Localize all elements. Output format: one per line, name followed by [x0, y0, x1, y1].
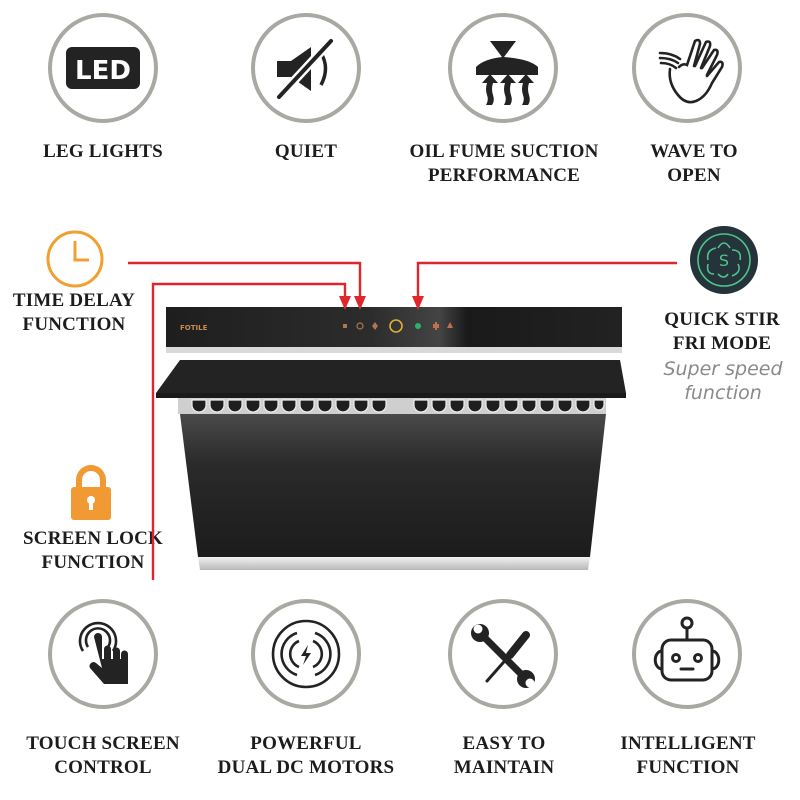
dual-dc-motors-label: POWERFUL DUAL DC MOTORS: [186, 732, 426, 780]
easy-maintain-badge: [448, 599, 558, 709]
wave-to-open-badge: [632, 13, 742, 123]
leg-lights-label: LEG LIGHTS: [0, 140, 223, 164]
subtitle-line: function: [684, 382, 762, 404]
label-line: OPEN: [667, 165, 721, 186]
svg-text:FOTILE: FOTILE: [180, 324, 208, 332]
label-line: POWERFUL: [250, 733, 362, 754]
grille-slots: [191, 399, 605, 413]
padlock-icon: [71, 465, 111, 520]
led-icon: LED: [66, 47, 140, 89]
time-delay-label: TIME DELAY FUNCTION: [0, 289, 194, 337]
dual-dc-motors-badge: [251, 599, 361, 709]
quick-stir-label: QUICK STIR FRI MODE: [602, 308, 800, 356]
label-line: SCREEN LOCK: [23, 528, 163, 549]
subtitle-line: Super speed: [663, 358, 783, 380]
screen-lock-label: SCREEN LOCK FUNCTION: [0, 527, 213, 575]
quick-stir-s-icon: S: [690, 226, 758, 294]
label-line: TOUCH SCREEN: [26, 733, 180, 754]
label-line: PERFORMANCE: [427, 165, 581, 186]
wrench-screwdriver-icon: [471, 624, 535, 688]
intelligent-badge: [632, 599, 742, 709]
quick-stir-subtitle: Super speed function: [643, 357, 800, 405]
label-line: LEG LIGHTS: [43, 141, 163, 162]
label-line: CONTROL: [54, 757, 152, 778]
hood-suction-icon: [476, 41, 538, 105]
robot-icon: [653, 616, 721, 682]
label-line: FUNCTION: [41, 552, 145, 573]
leg-lights-badge: LED: [48, 13, 158, 123]
label-line: FRI MODE: [672, 333, 772, 354]
label-line: EASY TO: [462, 733, 546, 754]
label-line: INTELLIGENT: [620, 733, 756, 754]
touch-screen-badge: [48, 599, 158, 709]
clock-icon: [46, 230, 104, 288]
label-line: QUIET: [274, 141, 338, 162]
touch-screen-label: TOUCH SCREEN CONTROL: [0, 732, 223, 780]
label-line: DUAL DC MOTORS: [217, 757, 395, 778]
svg-text:LED: LED: [75, 56, 131, 86]
label-line: FUNCTION: [22, 314, 126, 335]
svg-text:S: S: [719, 251, 729, 270]
mute-speaker-icon: [275, 37, 335, 101]
motor-bolt-icon: [271, 619, 341, 689]
range-hood-image: FOTILE: [156, 307, 626, 570]
oil-fume-badge: [448, 13, 558, 123]
label-line: QUICK STIR: [664, 309, 780, 330]
waving-hand-icon: [658, 38, 724, 104]
label-line: MAINTAIN: [453, 757, 555, 778]
intelligent-label: INTELLIGENT FUNCTION: [568, 732, 800, 780]
quiet-label: QUIET: [186, 140, 426, 164]
oil-fume-label: OIL FUME SUCTION PERFORMANCE: [384, 140, 624, 188]
label-line: WAVE TO: [650, 141, 738, 162]
touch-finger-icon: [78, 621, 128, 684]
easy-maintain-label: EASY TO MAINTAIN: [384, 732, 624, 780]
label-line: OIL FUME SUCTION: [409, 141, 599, 162]
quiet-badge: [251, 13, 361, 123]
wave-to-open-label: WAVE TO OPEN: [574, 140, 800, 188]
label-line: FUNCTION: [636, 757, 740, 778]
label-line: TIME DELAY: [12, 290, 136, 311]
